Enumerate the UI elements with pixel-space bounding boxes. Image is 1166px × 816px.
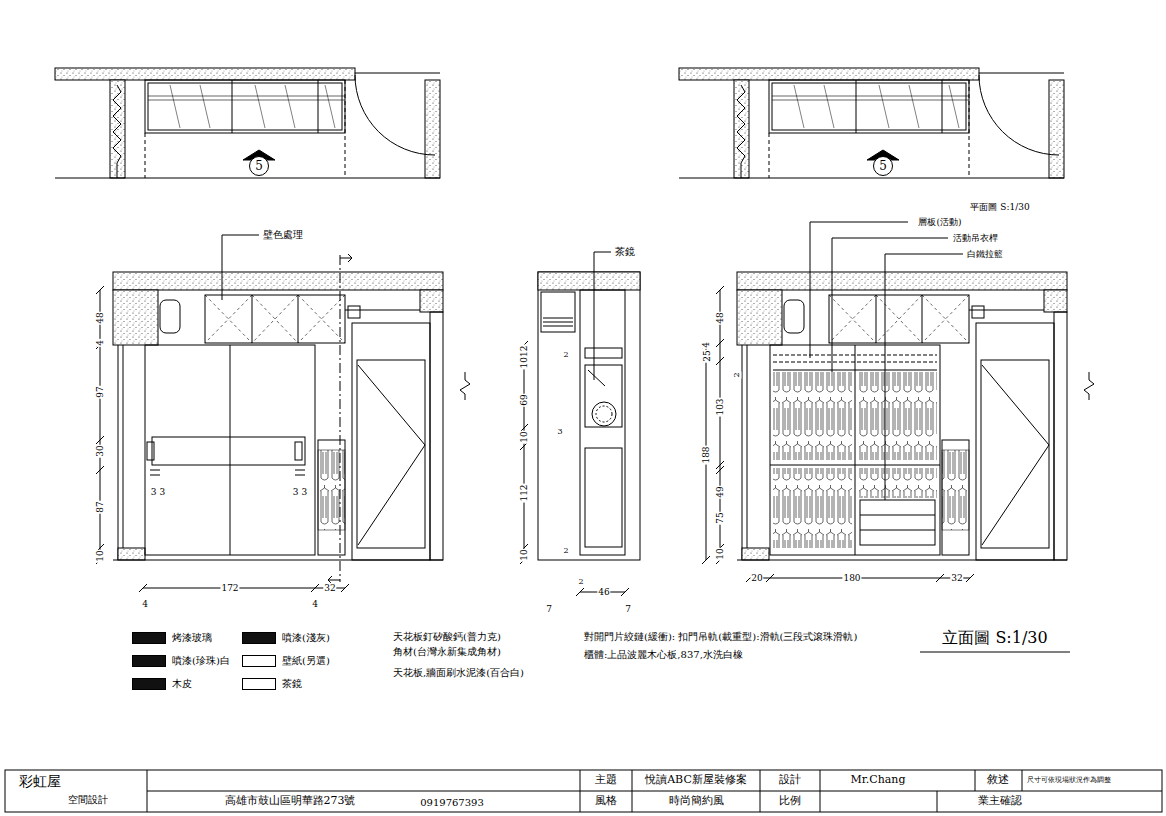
annotation-text: 層板(活動) <box>917 217 962 227</box>
dimension-value: 75 <box>715 511 725 524</box>
legend-swatch <box>132 678 166 690</box>
annotation-text: 悅讀ABC新屋裝修案 <box>644 774 748 787</box>
dimension-value: 10 <box>519 430 529 443</box>
dimension-value: 172 <box>220 583 239 593</box>
dimension-value: 1012 <box>519 345 529 370</box>
dimension-value: 30 <box>95 444 105 457</box>
annotation-text: 茶鏡 <box>614 246 636 258</box>
dimension-value: 4 <box>701 341 711 349</box>
legend-swatch <box>242 655 276 667</box>
annotation-text: 天花板,牆面刷水泥漆(百合白) <box>392 667 525 679</box>
annotation-text: 立面圖 S:1/30 <box>941 629 1048 647</box>
annotation-text: 天花板釘矽酸鈣(普力克) <box>392 631 502 643</box>
dimension-value: 48 <box>95 311 105 324</box>
annotation-text: 業主確認 <box>977 795 1023 808</box>
annotation-text: 風格 <box>594 795 618 808</box>
dimension-value: 97 <box>95 385 105 398</box>
dimension-value: 7 <box>624 604 632 614</box>
legend-text: 壁紙(另選) <box>282 655 330 667</box>
dimension-value: 7 <box>545 604 553 614</box>
dimension-value: 69 <box>519 393 529 406</box>
dimension-value: 4 <box>141 599 149 609</box>
annotation-text: 主題 <box>594 774 618 787</box>
dimension-value: 32 <box>323 583 336 593</box>
dimension-value: 112 <box>519 483 529 502</box>
dimension-value: 3 3 <box>150 487 166 497</box>
dimension-value: 87 <box>95 500 105 513</box>
legend-text: 噴漆(珍珠)白 <box>172 655 230 667</box>
section-marker: 5 <box>873 156 893 176</box>
annotation-text: 櫃體:上品波麗木心板,837,水洗白橡 <box>583 649 744 661</box>
dimension-value: 188 <box>701 445 711 464</box>
section-marker: 5 <box>249 156 269 176</box>
annotation-text: 彩虹屋 <box>18 773 62 789</box>
dimension-value: 10 <box>715 547 725 560</box>
legend-swatch <box>132 632 166 644</box>
legend-text: 木皮 <box>172 678 192 690</box>
dimension-value: 0919767393 <box>419 797 485 809</box>
annotation-text: 空間設計 <box>67 794 109 806</box>
annotation-text: 角材(台灣永新集成角材) <box>392 646 502 658</box>
section-number: 5 <box>255 160 263 172</box>
annotation-text: 設計 <box>778 774 802 787</box>
dimension-value: 10 <box>519 548 529 561</box>
legend-text: 茶鏡 <box>282 678 302 690</box>
legend-text: 烤漆玻璃 <box>172 632 212 644</box>
annotation-text: Mr.Chang <box>850 774 907 787</box>
legend-swatch <box>242 632 276 644</box>
dimension-value: 3 3 <box>292 487 308 497</box>
annotation-text: 時尚簡約風 <box>668 795 725 808</box>
dimension-value: 4 <box>311 599 319 609</box>
dimension-value: 2 <box>562 350 569 359</box>
dimension-value: 10 <box>95 549 105 562</box>
dimension-value: 46 <box>597 587 610 597</box>
annotation-text: 比例 <box>778 795 802 808</box>
section-number: 5 <box>879 160 887 172</box>
dimension-value: 2 <box>577 577 584 586</box>
annotation-text: 高雄市鼓山區明華路273號 <box>224 795 357 808</box>
dimension-value: 48 <box>715 311 725 324</box>
dimension-value: 20 <box>750 573 763 583</box>
dimension-value: 25 <box>702 349 712 362</box>
annotation-text: 壁色處理 <box>262 229 304 241</box>
legend-swatch <box>242 678 276 690</box>
dimension-value: 103 <box>715 397 725 416</box>
annotation-text: 白鐵拉籃 <box>966 249 1004 259</box>
annotation-text: 活動吊衣桿 <box>952 233 999 243</box>
dimension-value: 32 <box>950 573 963 583</box>
annotation-text: 敘述 <box>986 774 1010 787</box>
dimension-value: 2 <box>732 371 741 378</box>
annotation-text: 對開門片絞鏈(緩衝): 扣門吊軌(載重型):滑軌(三段式滾珠滑軌) <box>583 631 858 643</box>
legend-text: 噴漆(淺灰) <box>282 632 330 644</box>
dimension-value: 49 <box>715 485 725 498</box>
annotation-text: 尺寸可依現場狀況作為調整 <box>1026 776 1112 784</box>
dimension-value: 2 <box>562 546 569 555</box>
legend-swatch <box>132 655 166 667</box>
dimension-value: 3 <box>556 427 563 436</box>
annotation-text: 平面圖 S:1/30 <box>969 202 1030 212</box>
dimension-value: 4 <box>95 339 105 347</box>
dimension-value: 180 <box>842 573 861 583</box>
